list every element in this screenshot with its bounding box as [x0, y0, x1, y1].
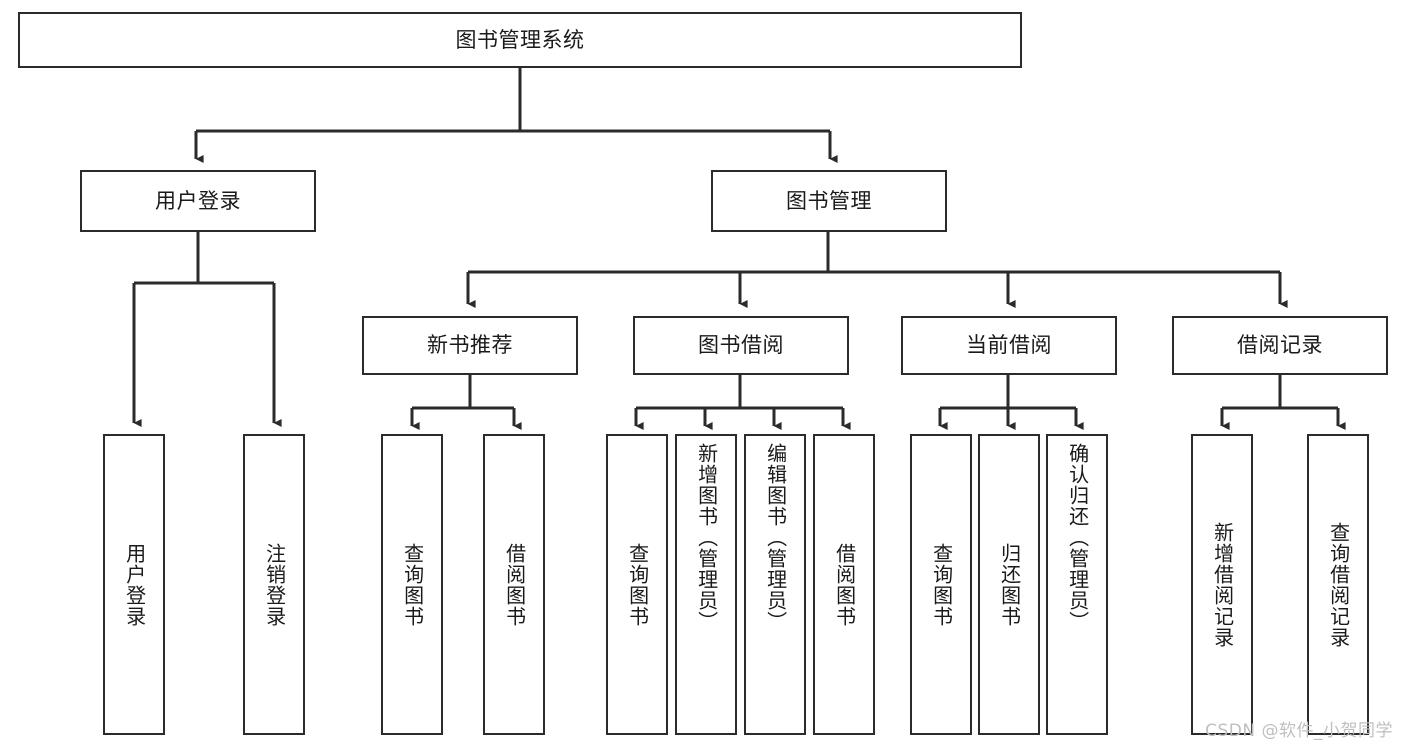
node-leaf-query-borrow-record-label: 查询借阅记录	[1326, 521, 1351, 648]
node-leaf-return-book-label: 归还图书	[997, 542, 1022, 627]
node-leaf-query-book-current-label: 查询图书	[929, 542, 954, 627]
node-leaf-user-login[interactable]: 用户登录	[103, 434, 165, 735]
node-leaf-return-book[interactable]: 归还图书	[978, 434, 1040, 735]
node-leaf-user-login-label: 用户登录	[122, 542, 147, 627]
node-book-borrow-label: 图书借阅	[698, 333, 784, 358]
node-leaf-query-book-borrow[interactable]: 查询图书	[606, 434, 668, 735]
node-leaf-add-book-admin-label: 新增图书（管理员）	[694, 443, 719, 632]
node-book-management-label: 图书管理	[786, 188, 872, 213]
node-book-borrow[interactable]: 图书借阅	[633, 316, 849, 375]
node-leaf-logout-label: 注销登录	[262, 542, 287, 627]
node-leaf-query-borrow-record[interactable]: 查询借阅记录	[1307, 434, 1369, 735]
node-new-book-recommend[interactable]: 新书推荐	[362, 316, 578, 375]
node-leaf-logout[interactable]: 注销登录	[243, 434, 305, 735]
node-leaf-confirm-return-admin-label: 确认归还（管理员）	[1065, 443, 1090, 632]
node-leaf-query-book-recommend[interactable]: 查询图书	[381, 434, 443, 735]
node-leaf-add-borrow-record[interactable]: 新增借阅记录	[1191, 434, 1253, 735]
node-leaf-query-book-recommend-label: 查询图书	[400, 542, 425, 627]
node-leaf-borrow-book-recommend-label: 借阅图书	[502, 542, 527, 627]
node-current-borrow-label: 当前借阅	[966, 333, 1052, 358]
node-borrow-record[interactable]: 借阅记录	[1172, 316, 1388, 375]
node-book-management[interactable]: 图书管理	[711, 170, 947, 232]
node-current-borrow[interactable]: 当前借阅	[901, 316, 1117, 375]
node-root-label: 图书管理系统	[455, 27, 585, 52]
node-leaf-confirm-return-admin[interactable]: 确认归还（管理员）	[1046, 434, 1108, 735]
node-leaf-borrow-book-recommend[interactable]: 借阅图书	[483, 434, 545, 735]
node-leaf-add-book-admin[interactable]: 新增图书（管理员）	[675, 434, 737, 735]
node-new-book-recommend-label: 新书推荐	[427, 333, 513, 358]
node-leaf-borrow-book[interactable]: 借阅图书	[813, 434, 875, 735]
node-user-login[interactable]: 用户登录	[80, 170, 316, 232]
node-borrow-record-label: 借阅记录	[1237, 333, 1323, 358]
csdn-watermark: CSDN @软件_小贺同学	[1205, 721, 1393, 741]
node-leaf-edit-book-admin-label: 编辑图书（管理员）	[763, 443, 788, 632]
node-leaf-query-book-current[interactable]: 查询图书	[910, 434, 972, 735]
node-root[interactable]: 图书管理系统	[18, 12, 1022, 68]
node-user-login-label: 用户登录	[155, 188, 241, 213]
node-leaf-add-borrow-record-label: 新增借阅记录	[1210, 521, 1235, 648]
node-leaf-borrow-book-label: 借阅图书	[832, 542, 857, 627]
node-leaf-query-book-borrow-label: 查询图书	[625, 542, 650, 627]
node-leaf-edit-book-admin[interactable]: 编辑图书（管理员）	[744, 434, 806, 735]
